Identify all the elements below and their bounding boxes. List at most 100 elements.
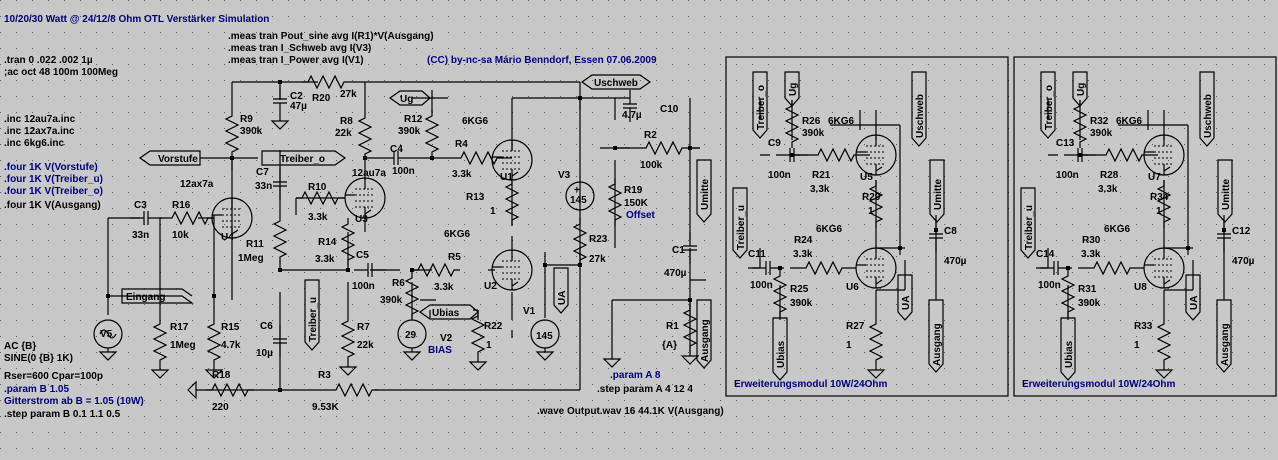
r4-ref: R4 <box>455 139 468 150</box>
c7-val: 33n <box>255 181 272 192</box>
u3-ref: U3 <box>355 214 368 225</box>
net-ubias-mod2[interactable]: Ubias <box>1060 317 1076 381</box>
net-umitte-mod2[interactable]: Umitte <box>1217 159 1233 223</box>
meas-ischweb: .meas tran I_Schweb avg I(V3) <box>228 43 371 54</box>
r28-val: 3.3k <box>1098 184 1118 195</box>
net-ug[interactable]: Ug <box>388 90 431 106</box>
net-ua-main[interactable]: UA <box>553 267 569 314</box>
net-treiber-u-mod1[interactable]: Treiber_u <box>732 187 748 259</box>
c7-ref: C7 <box>256 167 269 178</box>
svg-text:UA: UA <box>1189 296 1200 310</box>
net-ausgang-mod2[interactable]: Ausgang <box>1216 299 1232 373</box>
r12-val: 390k <box>398 126 421 137</box>
svg-text:Ubias: Ubias <box>432 308 460 319</box>
c9-ref: C9 <box>768 138 781 149</box>
r11-val: 1Meg <box>238 253 264 264</box>
r8-ref: R8 <box>340 116 353 127</box>
net-umitte[interactable]: Umitte <box>696 159 712 223</box>
r8-val: 22k <box>335 128 352 139</box>
c13-val: 100n <box>1056 170 1079 181</box>
net-ubias-main[interactable]: Ubias <box>418 304 479 320</box>
r4-val: 3.3k <box>452 169 472 180</box>
net-ubias-mod1[interactable]: Ubias <box>772 317 788 381</box>
net-treiber-o-mod1[interactable]: Treiber_o <box>752 71 768 139</box>
net-umitte-mod1[interactable]: Umitte <box>929 159 945 223</box>
r1-ref: R1 <box>666 321 679 332</box>
r27-ref: R27 <box>846 321 865 332</box>
r10-val: 3.3k <box>308 212 328 223</box>
r3-ref: R3 <box>318 370 331 381</box>
module-2: C13 100n R32 390k R28 3.3k 6KG6 U7 R34 1… <box>1013 56 1277 397</box>
net-ug-mod1[interactable]: Ug <box>784 71 800 107</box>
svg-text:Treiber_u: Treiber_u <box>1024 205 1035 250</box>
v3-val: 145 <box>570 195 587 206</box>
net-treiber-u-main[interactable]: Treiber_u <box>304 279 320 351</box>
param-a: .param A 8 <box>610 370 661 381</box>
c6-val: 10µ <box>256 348 273 359</box>
net-uschweb-mod1[interactable]: Uschweb <box>911 71 927 147</box>
module-2-title: Erweiterungsmodul 10W/24Ohm <box>1022 379 1175 390</box>
v3-ref: V3 <box>558 170 571 181</box>
net-treiber-o[interactable]: Treiber_o <box>261 150 347 166</box>
u7-ref: U7 <box>1148 172 1161 183</box>
net-vorstufe[interactable]: Vorstufe <box>138 150 201 166</box>
r1-val: {A} <box>662 340 677 351</box>
r33-ref: R33 <box>1134 321 1153 332</box>
v1-ref: V1 <box>523 306 536 317</box>
r14-ref: R14 <box>318 237 337 248</box>
net-treiber-u-mod2[interactable]: Treiber_u <box>1020 187 1036 259</box>
r29-val: 1 <box>868 206 874 217</box>
step-b: .step param B 0.1 1.1 0.5 <box>4 409 121 420</box>
net-eingang[interactable]: Eingang <box>121 288 194 304</box>
r10-ref: R10 <box>308 182 327 193</box>
u5-ref: U5 <box>860 172 873 183</box>
v2-ref: V2 <box>440 333 453 344</box>
net-ausgang-main[interactable]: Ausgang <box>696 299 712 369</box>
svg-text:Treiber_o: Treiber_o <box>756 85 767 130</box>
c10-val: 4.7µ <box>622 110 642 121</box>
u6-tube-type: 6KG6 <box>816 224 843 235</box>
net-ua-mod2[interactable]: UA <box>1185 274 1201 321</box>
u1-ref: U1 <box>500 172 513 183</box>
r14-val: 3.3k <box>315 254 335 265</box>
r16-ref: R16 <box>172 200 191 211</box>
net-ua-mod1[interactable]: UA <box>897 274 913 321</box>
r21-val: 3.3k <box>810 184 830 195</box>
r30-val: 3.3k <box>1081 249 1101 260</box>
net-uschweb[interactable]: Uschweb <box>580 74 652 90</box>
ac-directive: ;ac oct 48 100m 100Meg <box>4 67 118 78</box>
net-treiber-o-mod2[interactable]: Treiber_o <box>1040 71 1056 139</box>
r11-ref: R11 <box>246 239 264 250</box>
net-uschweb-mod2[interactable]: Uschweb <box>1199 71 1215 147</box>
r16-val: 10k <box>172 230 189 241</box>
wave-directive: .wave Output.wav 16 44.1K V(Ausgang) <box>537 406 724 417</box>
svg-text:Ug: Ug <box>400 94 413 105</box>
svg-text:Ausgang: Ausgang <box>932 323 943 366</box>
r22-ref: R22 <box>484 321 503 332</box>
u2-ref: U2 <box>484 281 497 292</box>
c3-val: 33n <box>132 230 149 241</box>
inc-6kg6: .inc 6kg6.inc <box>4 138 64 149</box>
r26-val: 390k <box>802 128 825 139</box>
r15-val: 4.7k <box>221 340 241 351</box>
r24-val: 3.3k <box>793 249 813 260</box>
r9-val: 390k <box>240 126 263 137</box>
u3-tube-type: 12au7a <box>352 168 386 179</box>
c2-val: 47µ <box>290 101 307 112</box>
module-1-frame <box>725 56 1009 397</box>
source-ac: AC {B} <box>4 341 36 352</box>
net-ausgang-mod1[interactable]: Ausgang <box>928 299 944 373</box>
v3-source[interactable] <box>565 181 595 211</box>
u6-ref: U6 <box>846 282 859 293</box>
v5-ref: V5 <box>100 329 113 340</box>
r9-ref: R9 <box>240 114 253 125</box>
r12-ref: R12 <box>404 114 423 125</box>
c5-ref: C5 <box>356 250 369 261</box>
net-ug-mod2[interactable]: Ug <box>1072 71 1088 107</box>
svg-text:UA: UA <box>557 291 568 305</box>
svg-text:Umitte: Umitte <box>1221 178 1232 210</box>
r24-ref: R24 <box>794 235 813 246</box>
svg-text:Uschweb: Uschweb <box>915 94 926 138</box>
